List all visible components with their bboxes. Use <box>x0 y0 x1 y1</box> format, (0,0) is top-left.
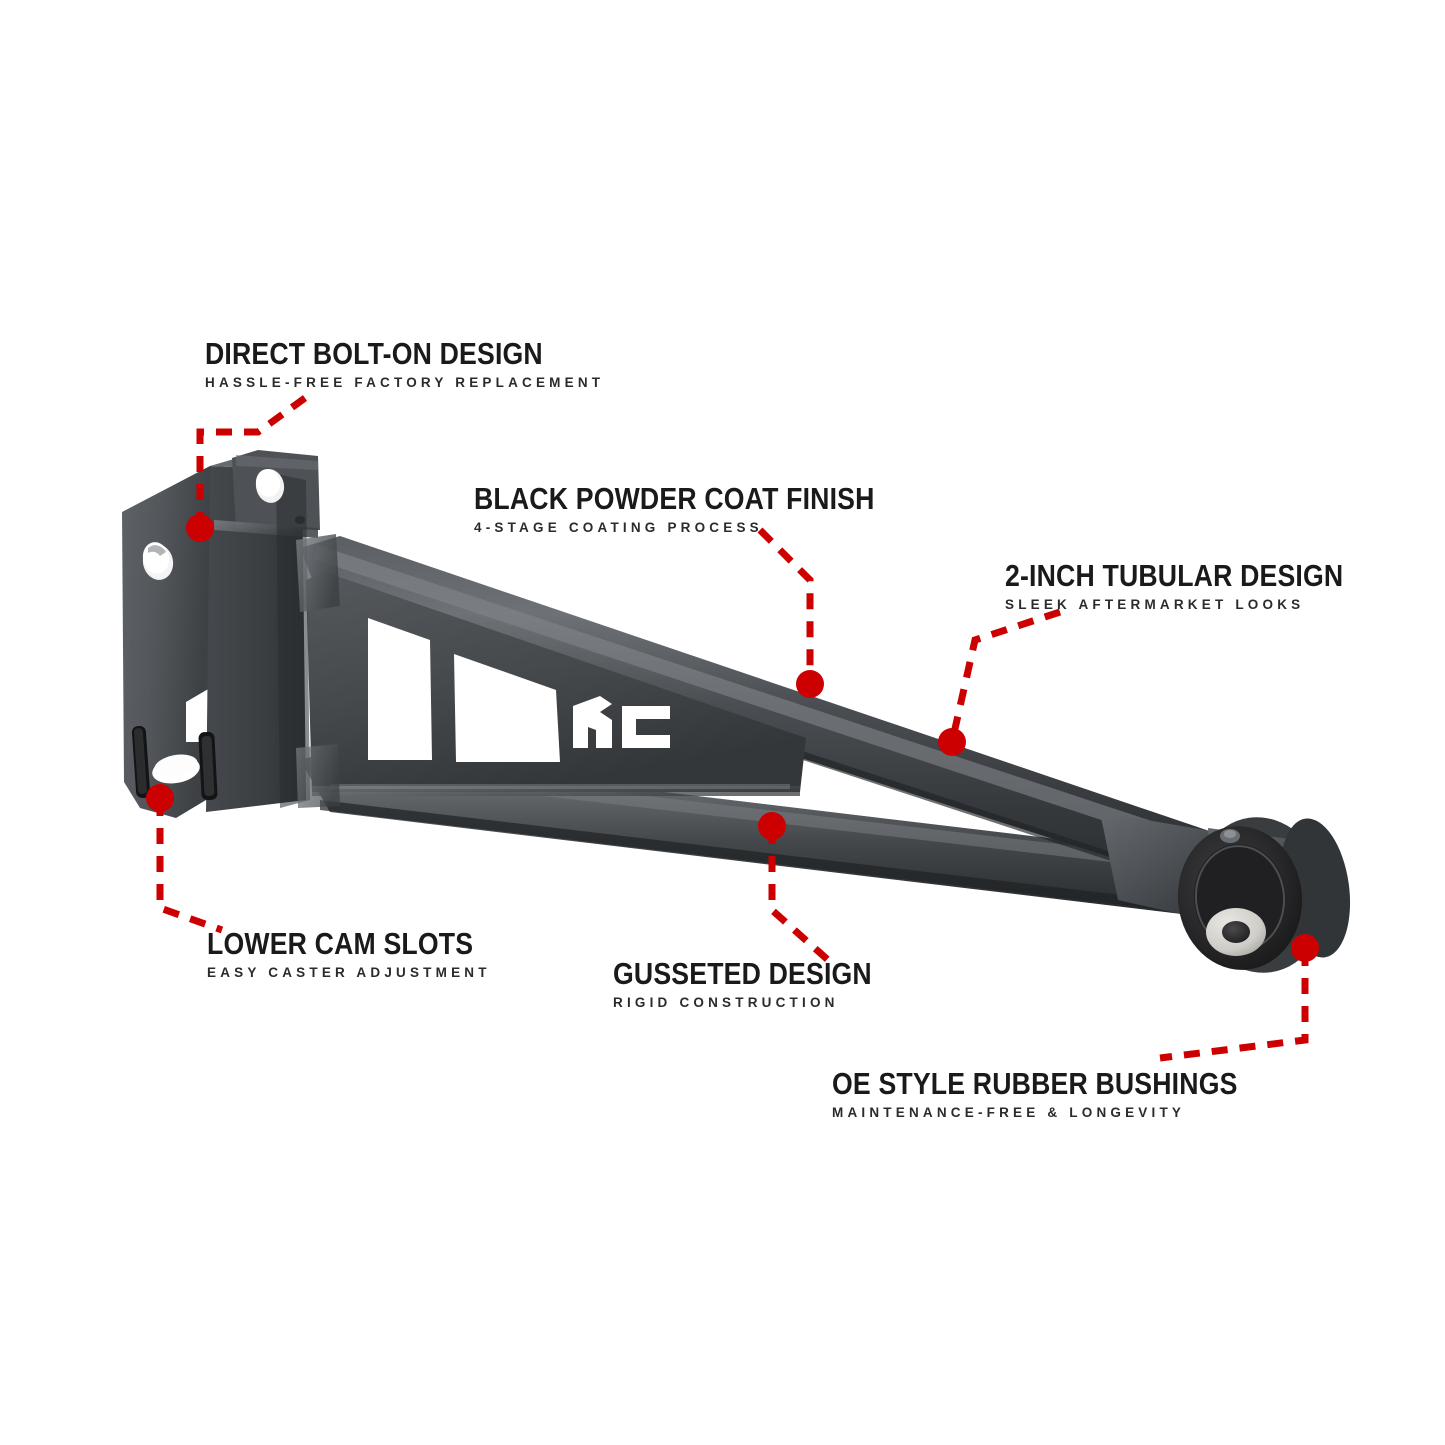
dot-two-inch-tubular-design <box>938 728 966 756</box>
gusset-plate <box>306 572 806 796</box>
callout-black-powder-coat-finish: BLACK POWDER COAT FINISH 4-STAGE COATING… <box>474 483 940 535</box>
lower-cam-slots <box>131 726 218 801</box>
leader-dots <box>146 514 1319 962</box>
callout-title: BLACK POWDER COAT FINISH <box>474 481 875 516</box>
callout-two-inch-tubular-design: 2-INCH TUBULAR DESIGN SLEEK AFTERMARKET … <box>1005 560 1398 612</box>
mounting-bracket <box>122 450 340 818</box>
control-arm-body <box>122 450 1351 973</box>
dot-gusseted-design <box>758 812 786 840</box>
callout-oe-style-rubber-bushings: OE STYLE RUBBER BUSHINGS MAINTENANCE-FRE… <box>832 1068 1304 1120</box>
leader-lower-cam-slots <box>156 800 224 934</box>
callout-title: LOWER CAM SLOTS <box>207 926 474 961</box>
callout-subtitle: 4-STAGE COATING PROCESS <box>474 520 763 535</box>
leader-two-inch-tubular-design <box>948 608 1062 743</box>
callout-title: 2-INCH TUBULAR DESIGN <box>1005 558 1344 593</box>
callout-direct-bolt-on-design: DIRECT BOLT-ON DESIGN HASSLE-FREE FACTOR… <box>205 338 604 390</box>
callout-subtitle: SLEEK AFTERMARKET LOOKS <box>1005 597 1305 612</box>
rc-logo-cutout <box>573 696 670 748</box>
callout-gusseted-design: GUSSETED DESIGN RIGID CONSTRUCTION <box>613 958 914 1010</box>
dot-direct-bolt-on-design <box>186 514 214 542</box>
dot-black-powder-coat-finish <box>796 670 824 698</box>
callout-title: DIRECT BOLT-ON DESIGN <box>205 336 543 371</box>
bushing-housing <box>1177 817 1351 973</box>
leader-lines <box>156 395 1309 1062</box>
leader-black-powder-coat-finish <box>757 527 814 682</box>
callout-lower-cam-slots: LOWER CAM SLOTS EASY CASTER ADJUSTMENT <box>207 928 517 980</box>
callout-title: OE STYLE RUBBER BUSHINGS <box>832 1066 1238 1101</box>
callout-subtitle: EASY CASTER ADJUSTMENT <box>207 965 491 980</box>
callout-subtitle: MAINTENANCE-FREE & LONGEVITY <box>832 1105 1186 1120</box>
leader-direct-bolt-on-design <box>196 395 308 528</box>
callout-subtitle: RIGID CONSTRUCTION <box>613 995 839 1010</box>
callout-subtitle: HASSLE-FREE FACTORY REPLACEMENT <box>205 375 605 390</box>
dot-oe-style-rubber-bushings <box>1291 934 1319 962</box>
callout-title: GUSSETED DESIGN <box>613 956 872 991</box>
dot-lower-cam-slots <box>146 784 174 812</box>
leader-oe-style-rubber-bushings <box>1159 950 1309 1062</box>
